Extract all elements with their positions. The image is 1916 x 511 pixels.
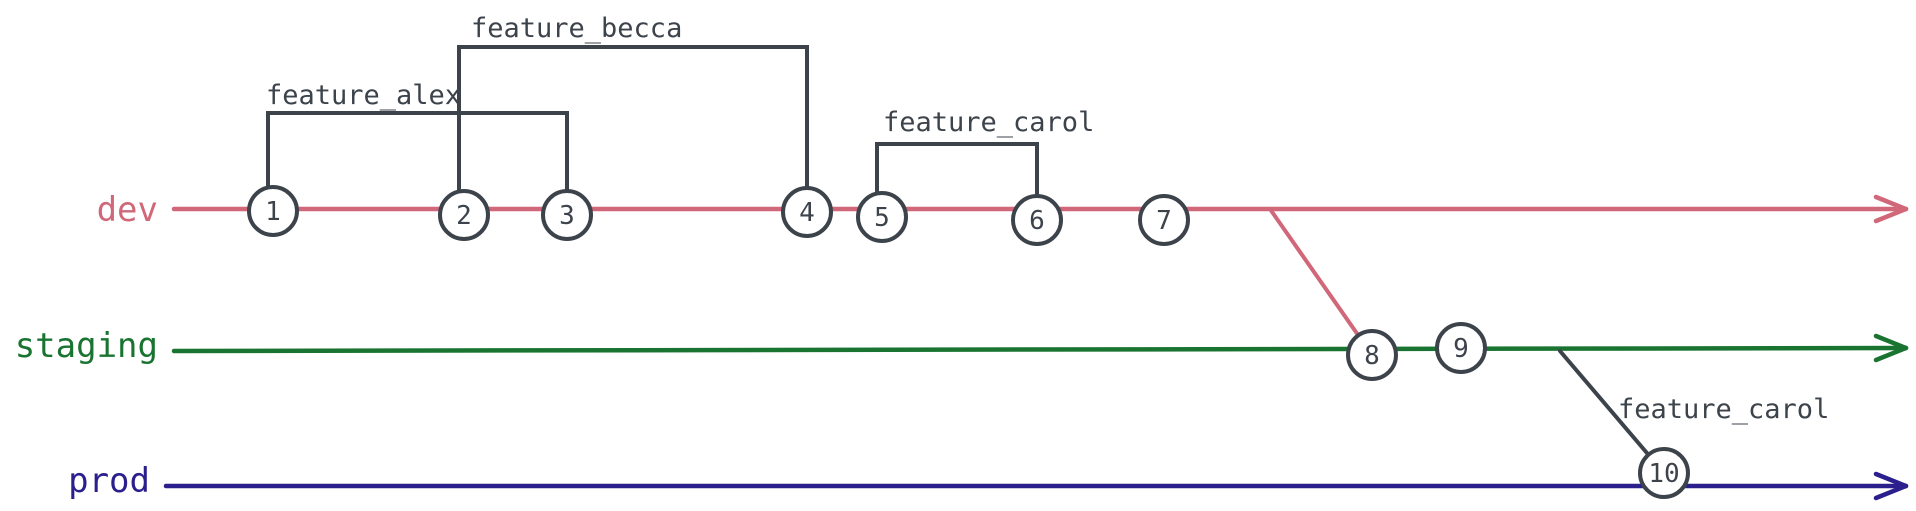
commit-10: 10 (1638, 447, 1690, 499)
lane-label-staging: staging (15, 326, 158, 366)
feature-branch-feature_becca (457, 45, 809, 191)
commit-label-1: 1 (265, 197, 281, 227)
lane-arrowhead-dev (1873, 194, 1909, 224)
commit-7: 7 (1138, 194, 1190, 246)
commit-label-10: 10 (1648, 459, 1679, 489)
commits: 1 2 3 4 5 6 7 8 9 10 (247, 185, 1690, 499)
lane-label-dev: dev (97, 190, 158, 230)
commit-label-6: 6 (1029, 206, 1045, 236)
feature-label-feature_becca: feature_becca (471, 13, 682, 44)
commit-6: 6 (1011, 194, 1063, 246)
lane-arrowhead-prod (1873, 471, 1909, 501)
commit-circle-3 (541, 189, 593, 241)
commit-2: 2 (438, 189, 490, 241)
feature-label-feature_alex: feature_alex (266, 80, 461, 111)
feature-branch-feature_alex (266, 111, 569, 191)
feature-branch-feature_carol_dev (875, 142, 1039, 196)
commit-9: 9 (1435, 322, 1487, 374)
commit-8: 8 (1346, 329, 1398, 381)
feature-branches: feature_alex feature_becca feature_carol (266, 13, 1094, 196)
commit-label-2: 2 (456, 201, 472, 231)
commit-circle-7 (1138, 194, 1190, 246)
commit-3: 3 (541, 189, 593, 241)
commit-circle-4 (781, 186, 833, 238)
commit-circle-9 (1435, 322, 1487, 374)
lane-label-prod: prod (68, 461, 150, 501)
commit-label-7: 7 (1156, 206, 1172, 236)
commit-circle-2 (438, 189, 490, 241)
merge-line-staging_to_prod (1558, 349, 1651, 457)
commit-circle-6 (1011, 194, 1063, 246)
feature-label-feature_carol_dev: feature_carol (883, 107, 1094, 138)
commit-label-3: 3 (559, 201, 575, 231)
merge-label-staging_to_prod: feature_carol (1618, 394, 1829, 425)
commit-label-9: 9 (1453, 334, 1469, 364)
merge-line-dev_to_staging (1268, 207, 1361, 338)
lane-arrowhead-staging (1873, 333, 1909, 363)
commit-1: 1 (247, 185, 299, 237)
branch-lanes: dev staging prod (15, 190, 1909, 501)
commit-circle-5 (856, 191, 908, 243)
merge-connectors: feature_carol (1268, 207, 1829, 457)
commit-label-8: 8 (1364, 341, 1380, 371)
commit-label-4: 4 (799, 198, 815, 228)
commit-circle-1 (247, 185, 299, 237)
commit-4: 4 (781, 186, 833, 238)
commit-circle-10 (1638, 447, 1690, 499)
commit-5: 5 (856, 191, 908, 243)
commit-circle-8 (1346, 329, 1398, 381)
commit-label-5: 5 (874, 203, 890, 233)
lane-line-staging (171, 345, 1909, 354)
